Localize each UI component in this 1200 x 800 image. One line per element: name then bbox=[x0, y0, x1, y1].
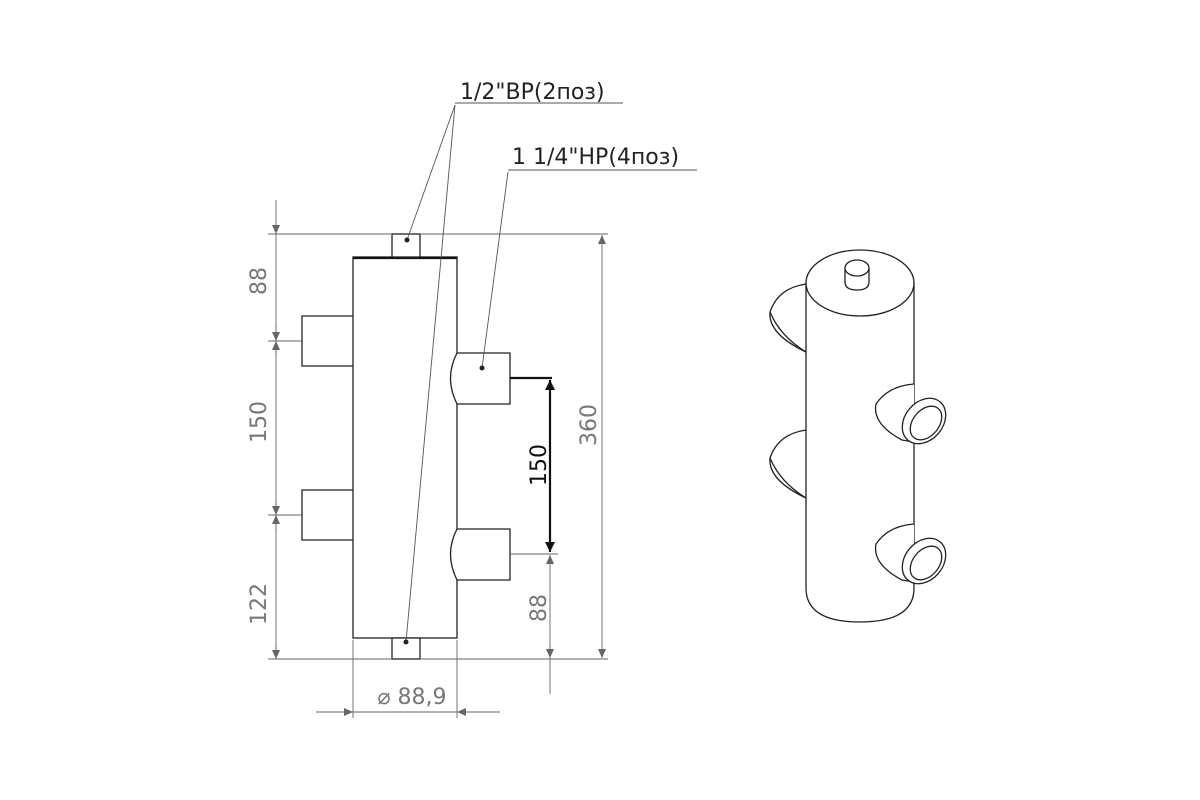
dim-diameter: 88,9 bbox=[398, 685, 447, 710]
overall-height-dimension bbox=[420, 233, 608, 660]
top-port bbox=[391, 233, 421, 258]
right-dimension-chain bbox=[510, 376, 558, 694]
dim-left-middle: 150 bbox=[247, 401, 272, 443]
callout-top-port-label: 1/2"ВР(2поз) bbox=[460, 80, 605, 105]
diameter-dimension bbox=[316, 640, 500, 718]
right-pipe-lower bbox=[449, 528, 511, 581]
dim-right-spacing: 150 bbox=[527, 444, 552, 486]
iso-right-pipe-lower bbox=[874, 523, 947, 585]
dim-left-top: 88 bbox=[247, 267, 272, 295]
main-body bbox=[352, 256, 458, 639]
iso-top-port bbox=[844, 259, 870, 291]
iso-left-pipe-upper bbox=[769, 283, 807, 353]
iso-right-pipe-upper bbox=[874, 383, 947, 445]
iso-left-pipe-lower bbox=[769, 429, 807, 499]
right-pipe-upper bbox=[449, 352, 511, 405]
isometric-view bbox=[769, 249, 947, 623]
front-view: 88 150 122 360 150 88 bbox=[247, 80, 697, 718]
left-dimension-chain bbox=[268, 200, 392, 660]
dim-left-bottom: 122 bbox=[247, 583, 272, 625]
callout-side-ports-label: 1 1/4"НР(4поз) bbox=[512, 145, 679, 170]
dim-overall-height: 360 bbox=[577, 404, 602, 446]
diameter-symbol: ⌀ bbox=[377, 685, 390, 710]
dim-right-bottom: 88 bbox=[527, 594, 552, 622]
callout-side-ports-leader bbox=[479, 169, 697, 371]
callout-top-port-leader bbox=[403, 102, 623, 645]
